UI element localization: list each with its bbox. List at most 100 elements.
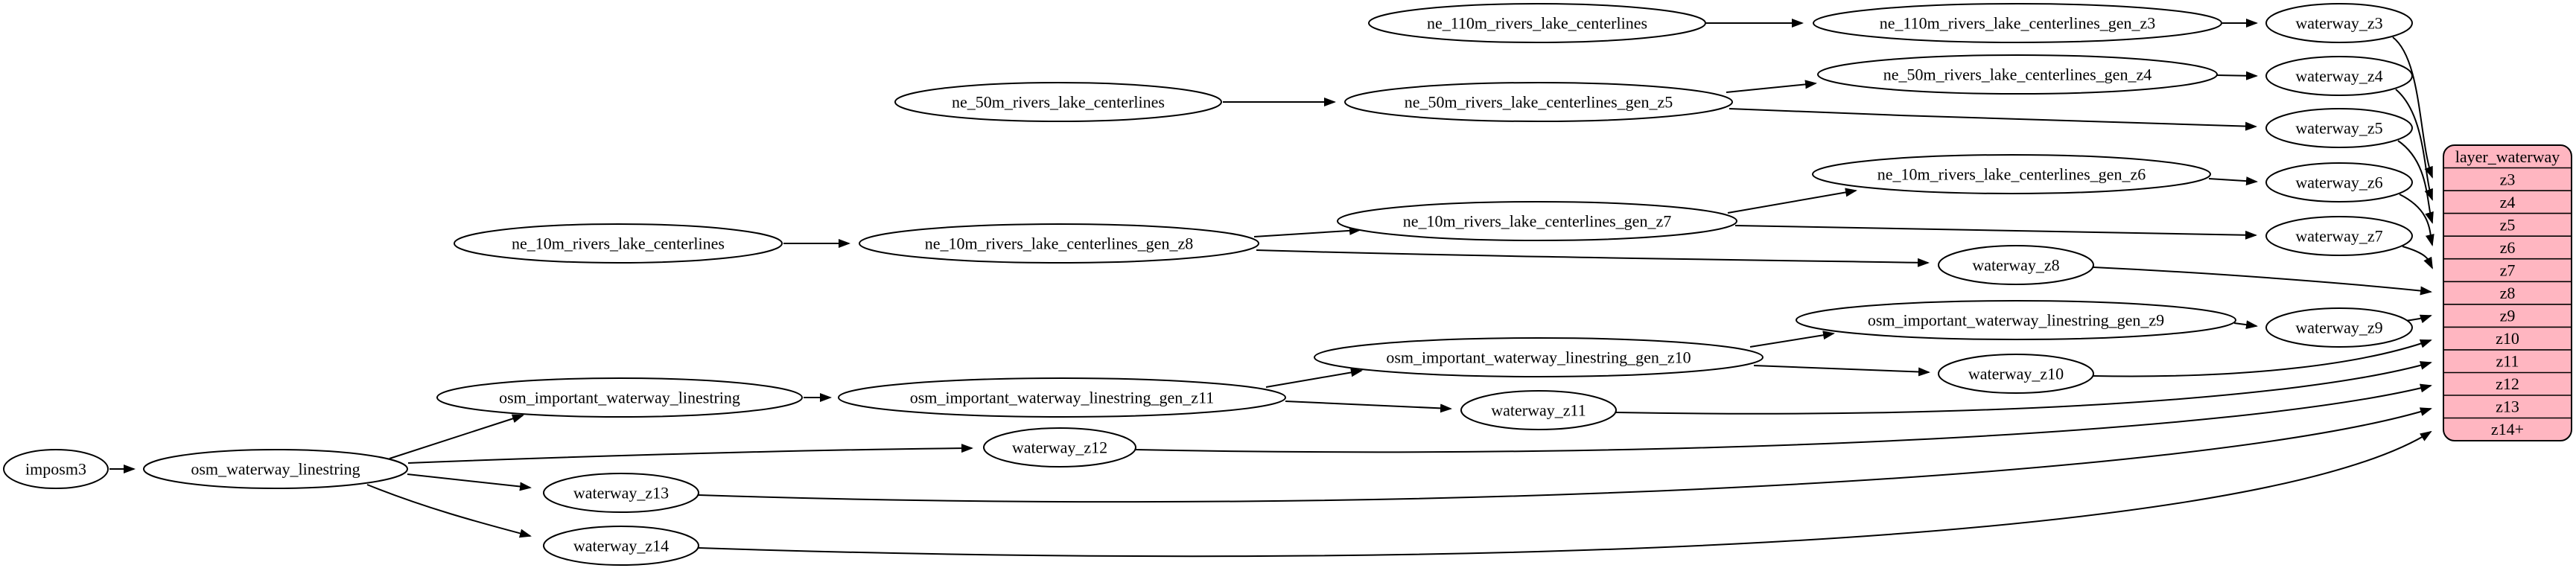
node-label: waterway_z8 <box>1972 256 2059 275</box>
node-ellipse <box>2265 307 2413 348</box>
edge-waterway_z3-record_z3 <box>2392 36 2433 179</box>
record-layer-waterway: layer_waterway z3 z4 z5 z6 z7 z8 z9 z10 … <box>2443 144 2572 441</box>
node-ellipse <box>543 526 699 566</box>
node-label: waterway_z12 <box>1012 438 1107 457</box>
record-row-z6: z6 <box>2500 238 2516 257</box>
edge-gen_z4-waterway_z4 <box>2216 71 2258 80</box>
node-ellipse <box>1812 154 2211 194</box>
edge-waterway_z13-record_z13 <box>698 407 2432 503</box>
node-ellipse <box>859 223 1259 264</box>
node-ne_110m_rivers_lake_centerlines: ne_110m_rivers_lake_centerlines <box>1368 3 1706 43</box>
edge-gen_z6-waterway_z6 <box>2208 176 2258 186</box>
edge-waterway_z7-record_z7 <box>2402 246 2433 269</box>
record-row-z4: z4 <box>2500 193 2516 211</box>
node-osm_important_waterway_linestring_gen_z9: osm_important_waterway_linestring_gen_z9 <box>1796 300 2236 340</box>
node-ne_10m_rivers_lake_centerlines_gen_z8: ne_10m_rivers_lake_centerlines_gen_z8 <box>859 223 1259 264</box>
node-ellipse <box>1460 390 1617 430</box>
edge-osm_waterway_linestring-osm_important_waterway_linestring <box>389 414 524 459</box>
node-label: waterway_z11 <box>1491 401 1586 420</box>
node-ellipse <box>1813 3 2222 43</box>
record-title: layer_waterway <box>2455 147 2560 166</box>
node-waterway_z12: waterway_z12 <box>983 427 1136 468</box>
node-waterway_z4: waterway_z4 <box>2265 56 2413 96</box>
node-ellipse <box>543 473 699 513</box>
node-ellipse <box>454 223 783 264</box>
node-ellipse <box>1796 300 2236 340</box>
record-row-z8: z8 <box>2500 284 2516 302</box>
node-ellipse <box>2265 56 2413 96</box>
node-osm_important_waterway_linestring: osm_important_waterway_linestring <box>436 377 803 418</box>
record-row-z3: z3 <box>2500 170 2516 189</box>
edge-waterway_z6-record_z6 <box>2399 194 2435 246</box>
node-label: ne_50m_rivers_lake_centerlines <box>952 93 1165 112</box>
node-label: waterway_z3 <box>2295 14 2382 33</box>
edge-waterway_z12-record_z12 <box>1135 383 2432 453</box>
node-ellipse <box>2265 3 2413 43</box>
node-label: waterway_z7 <box>2295 227 2382 246</box>
node-ellipse <box>436 377 803 418</box>
edge-gen_z7-gen_z6 <box>1727 188 1857 214</box>
edge-waterway_z5-record_z5 <box>2397 140 2434 224</box>
edge-gen_z11-waterway_z11 <box>1285 401 1452 413</box>
node-imposm3: imposm3 <box>3 449 109 489</box>
record-row-z10: z10 <box>2496 329 2519 348</box>
node-label: waterway_z13 <box>573 484 669 502</box>
node-ellipse <box>1938 245 2094 285</box>
edge-layer <box>109 19 2435 558</box>
edge-waterway_z10-record_z10 <box>2093 339 2432 377</box>
edge-waterway_z8-record_z8 <box>2093 267 2432 296</box>
node-label: ne_10m_rivers_lake_centerlines_gen_z8 <box>925 234 1193 253</box>
node-ne_10m_rivers_lake_centerlines: ne_10m_rivers_lake_centerlines <box>454 223 783 264</box>
node-label: waterway_z9 <box>2295 319 2382 337</box>
node-ne_50m_rivers_lake_centerlines_gen_z4: ne_50m_rivers_lake_centerlines_gen_z4 <box>1817 54 2218 95</box>
node-waterway_z11: waterway_z11 <box>1460 390 1617 430</box>
edge-osm_waterway_linestring-waterway_z14 <box>366 484 532 538</box>
node-ne_10m_rivers_lake_centerlines_gen_z6: ne_10m_rivers_lake_centerlines_gen_z6 <box>1812 154 2211 194</box>
record-row-z11: z11 <box>2496 352 2519 371</box>
node-label: osm_important_waterway_linestring <box>499 389 740 407</box>
node-label: waterway_z5 <box>2295 119 2382 138</box>
node-ellipse <box>894 82 1222 122</box>
node-ne_50m_rivers_lake_centerlines: ne_50m_rivers_lake_centerlines <box>894 82 1222 122</box>
edge-gen_z10-gen_z9 <box>1749 331 1835 348</box>
node-label: osm_important_waterway_linestring_gen_z9 <box>1868 311 2164 330</box>
edge-gen_z8-waterway_z8 <box>1256 249 1930 267</box>
node-label: waterway_z4 <box>2295 67 2382 86</box>
node-waterway_z10: waterway_z10 <box>1938 354 2094 394</box>
record-row-z12: z12 <box>2496 374 2519 393</box>
node-ellipse <box>143 449 408 489</box>
record-row-z14plus: z14+ <box>2491 420 2524 438</box>
node-osm_important_waterway_linestring_gen_z11: osm_important_waterway_linestring_gen_z1… <box>838 377 1286 418</box>
node-label: waterway_z10 <box>1968 365 2064 383</box>
edge-gen_z10-waterway_z10 <box>1753 365 1930 377</box>
node-label: ne_10m_rivers_lake_centerlines <box>512 234 725 253</box>
edge-waterway_z9-record_z9 <box>2405 314 2432 324</box>
edge-gen_z9-waterway_z9 <box>2233 320 2258 330</box>
record-row-z7: z7 <box>2500 261 2516 280</box>
edge-waterway_z4-record_z4 <box>2395 89 2433 201</box>
node-ellipse <box>1938 354 2094 394</box>
node-waterway_z8: waterway_z8 <box>1938 245 2094 285</box>
node-label: waterway_z6 <box>2295 173 2382 192</box>
node-ellipse <box>1817 54 2218 95</box>
node-label: waterway_z14 <box>573 537 669 555</box>
node-ellipse <box>1368 3 1706 43</box>
node-label: ne_10m_rivers_lake_centerlines_gen_z7 <box>1403 212 1671 231</box>
edge-gen_z7-waterway_z7 <box>1734 225 2257 240</box>
node-label: imposm3 <box>25 460 86 479</box>
node-ne_10m_rivers_lake_centerlines_gen_z7: ne_10m_rivers_lake_centerlines_gen_z7 <box>1337 201 1737 241</box>
node-osm_important_waterway_linestring_gen_z10: osm_important_waterway_linestring_gen_z1… <box>1314 337 1764 377</box>
edge-gen_z11-gen_z10 <box>1265 368 1363 388</box>
node-osm_waterway_linestring: osm_waterway_linestring <box>143 449 408 489</box>
edge-osm_waterway_linestring-waterway_z12 <box>407 444 973 464</box>
edge-gen_z5-gen_z4 <box>1726 80 1817 93</box>
node-ellipse <box>1337 201 1737 241</box>
node-label: osm_important_waterway_linestring_gen_z1… <box>1386 348 1691 367</box>
record-row-z5: z5 <box>2500 216 2516 234</box>
node-waterway_z7: waterway_z7 <box>2265 216 2413 256</box>
node-label: ne_10m_rivers_lake_centerlines_gen_z6 <box>1877 165 2146 184</box>
node-waterway_z14: waterway_z14 <box>543 526 699 566</box>
edge-waterway_z14-record_z14 <box>698 430 2432 558</box>
